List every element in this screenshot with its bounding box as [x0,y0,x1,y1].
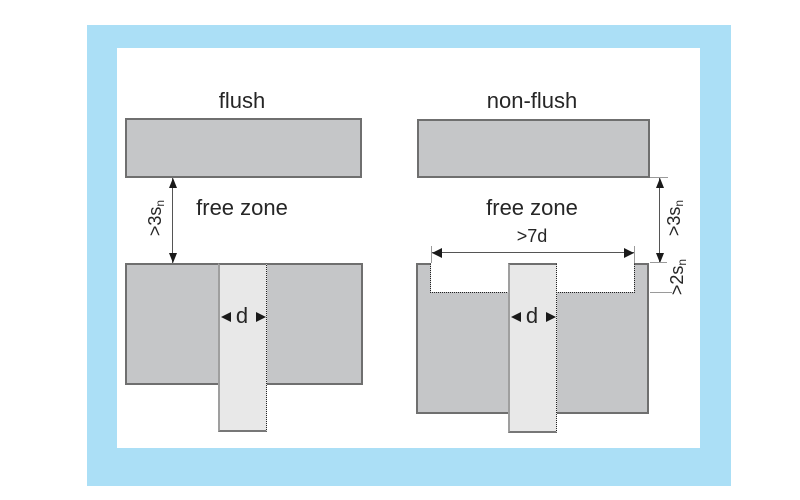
nonflush-target-plate [417,119,650,178]
nonflush-walltop-extension-line [650,262,667,263]
nonflush-dim-line-7d [431,252,635,253]
nonflush-label-3sn-sub: n [672,199,686,207]
nonflush-sensor-body [508,263,557,433]
nonflush-block-wall-right [634,263,649,293]
flush-title: flush [218,88,266,113]
frame-border [87,25,731,486]
arrow-right-icon [546,312,556,322]
arrow-right-icon [256,312,266,322]
arrow-left-icon [511,312,521,322]
arrow-up-icon [169,178,177,188]
flush-free-zone-label: free zone [196,195,288,220]
nonflush-block-wall-left [416,263,431,293]
nonflush-label-7d: >7d [516,226,548,246]
nonflush-label-3sn-text: >3s [664,206,684,237]
flush-target-plate [125,118,362,178]
nonflush-label-2sn: >2sn [667,242,689,312]
nonflush-label-2sn-text: >2s [667,265,687,296]
arrow-down-icon [656,253,664,263]
nonflush-label-2sn-sub: n [675,258,689,266]
nonflush-dim-line-3sn [659,178,660,263]
arrow-left-icon [221,312,231,322]
nonflush-7d-extension-left [431,246,432,263]
nonflush-free-zone-label: free zone [486,195,578,220]
nonflush-7d-extension-right [634,246,635,263]
flush-sensor-body [218,263,267,432]
nonflush-label-d: d [525,303,539,328]
nonflush-floor-extension-line [650,292,672,293]
arrow-down-icon [169,253,177,263]
flush-dim-line-3sn [172,178,173,263]
arrow-left-icon [432,248,442,258]
nonflush-title: non-flush [486,88,578,113]
flush-label-d: d [235,303,249,328]
nonflush-plate-extension-line [650,177,668,178]
arrow-right-icon [624,248,634,258]
arrow-up-icon [656,178,664,188]
